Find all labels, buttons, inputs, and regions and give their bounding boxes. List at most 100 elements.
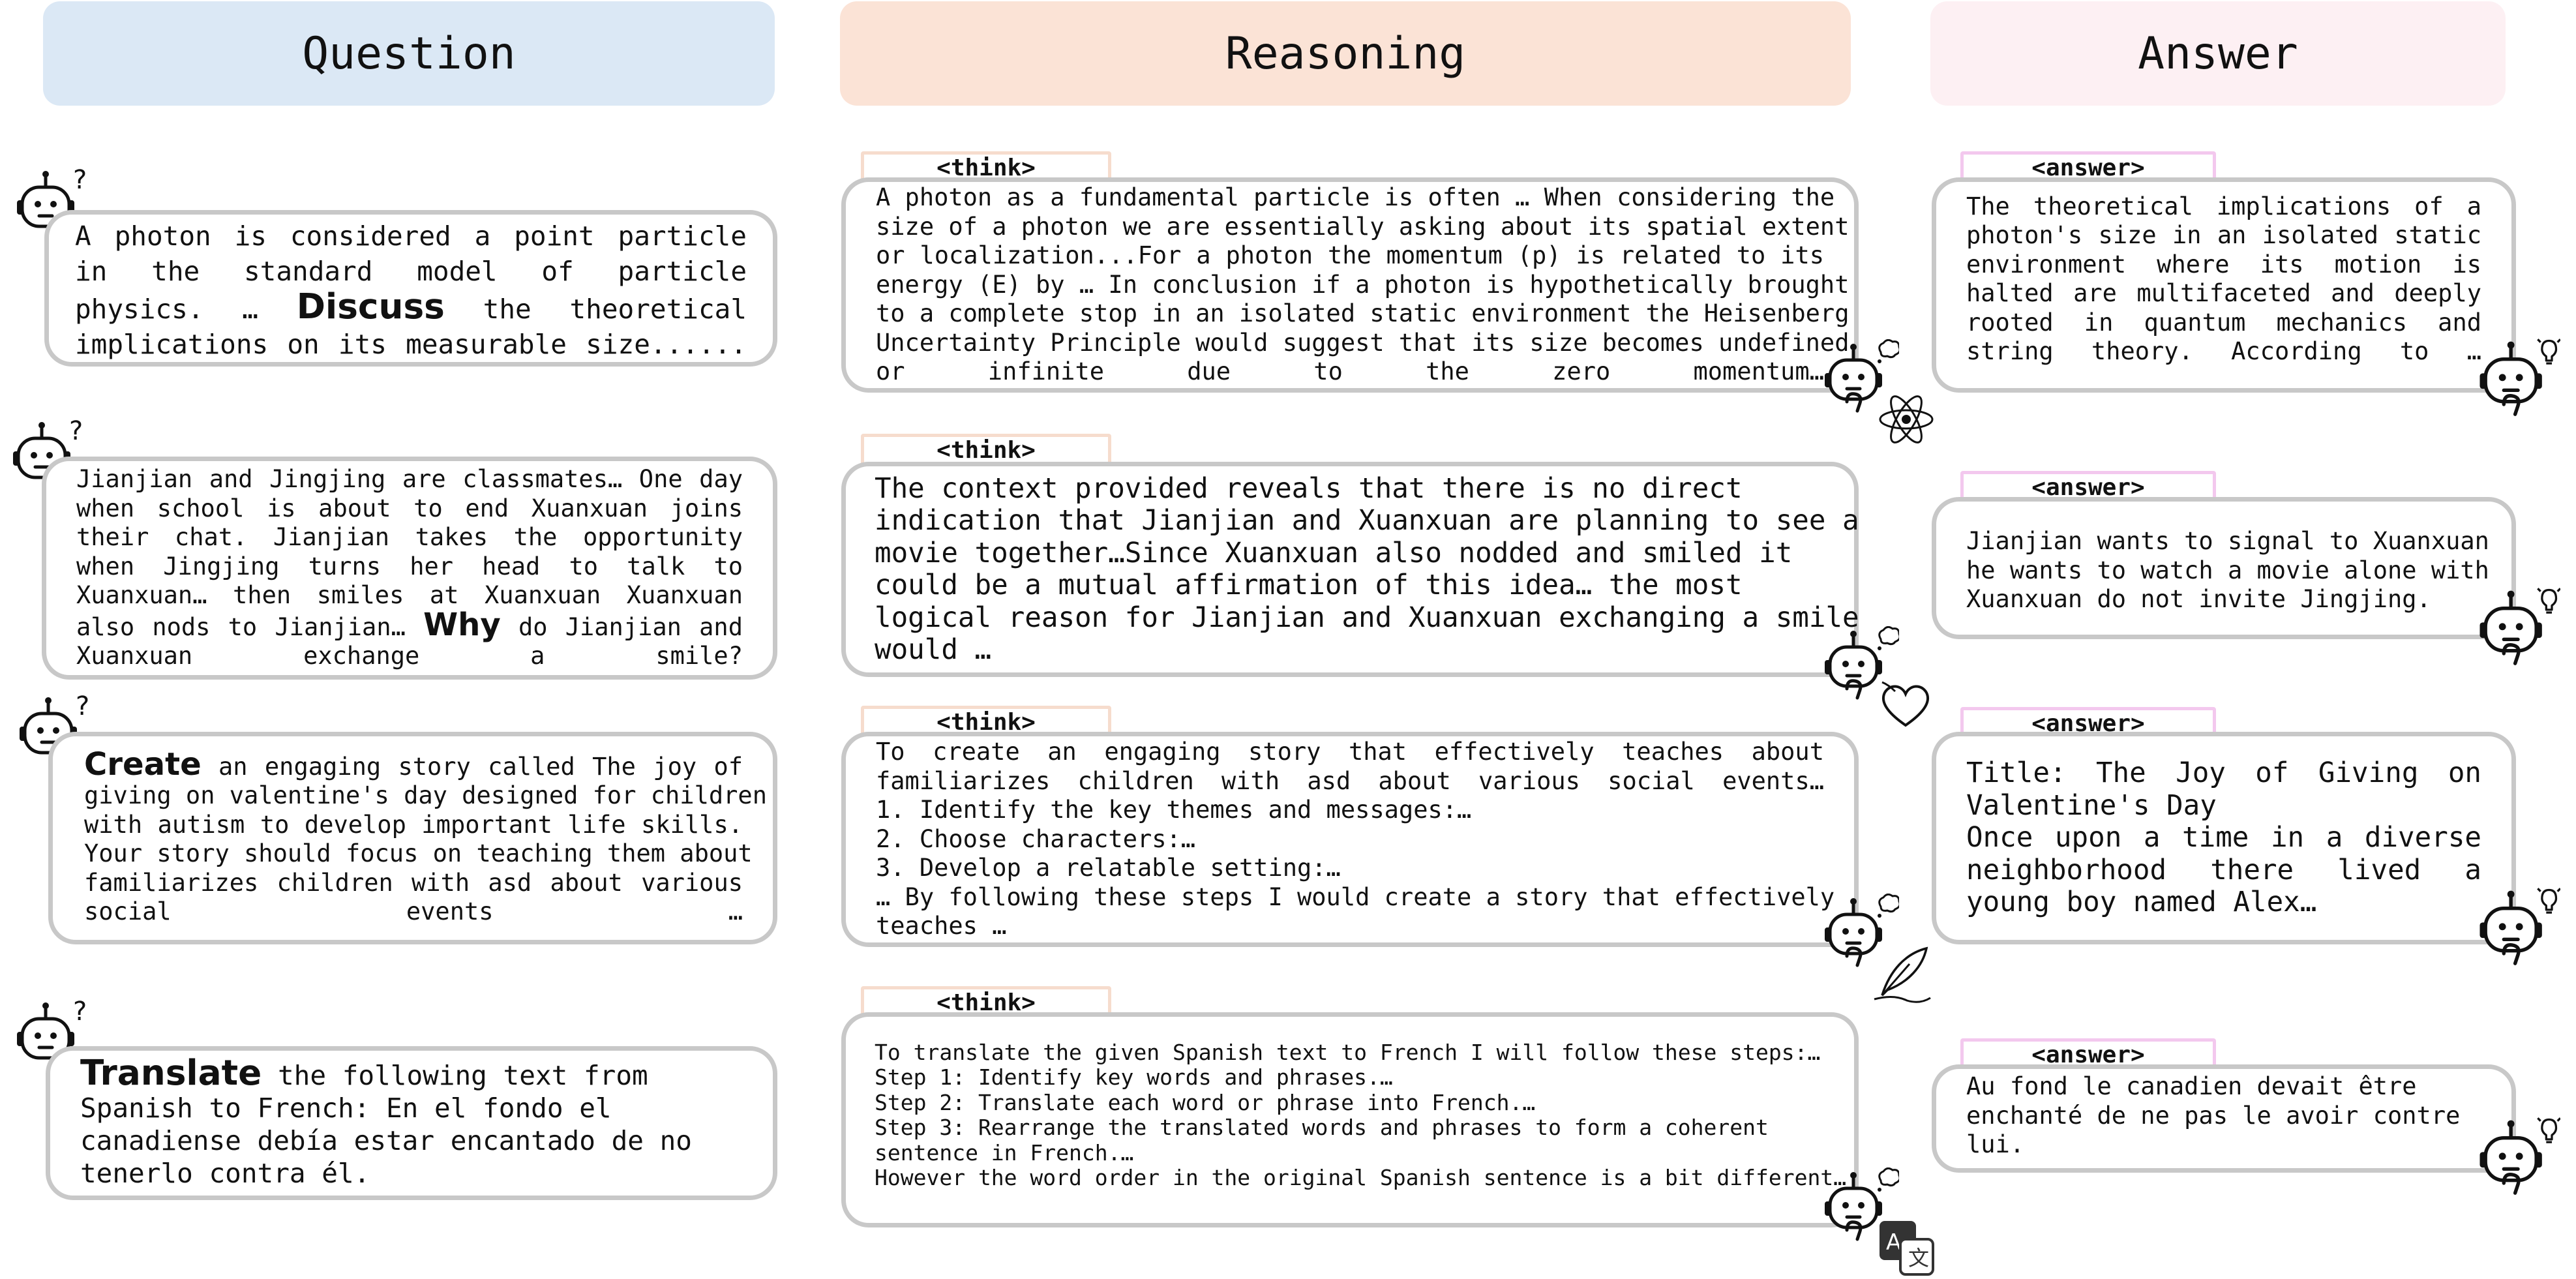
svg-text:文: 文	[1908, 1246, 1929, 1271]
text-line: Title: The Joy of Giving on	[1966, 757, 2481, 790]
text-line: familiarizes children with asd about var…	[876, 766, 1824, 795]
robot-question-icon: ?	[9, 417, 87, 496]
text-line: sentence in French.…	[875, 1139, 1134, 1166]
robot-idea-icon	[2476, 337, 2560, 421]
text-line: energy (E) by … In conclusion if a photo…	[876, 270, 1850, 299]
question-bubble: Jianjian and Jingjing are classmates… On…	[42, 457, 777, 680]
text-line: Step 2: Translate each word or phrase in…	[875, 1089, 1536, 1115]
text-line: To create an engaging story that effecti…	[876, 738, 1824, 766]
text-line: lui.	[1966, 1130, 2025, 1159]
reasoning-bubble: To create an engaging story that effecti…	[841, 732, 1859, 947]
text-line: To translate the given Spanish text to F…	[875, 1039, 1821, 1065]
text-line: or infinite due to the zero momentum…	[876, 357, 1824, 386]
text-line: logical reason for Jianjian and Xuanxuan…	[875, 601, 1859, 634]
question-bubble: Create an engaging story called The joy …	[48, 732, 777, 944]
instruction-keyword: Discuss	[296, 286, 445, 327]
atom-icon	[1877, 390, 1936, 449]
text-line: tenerlo contra él.	[80, 1158, 370, 1189]
reasoning-bubble: To translate the given Spanish text to F…	[841, 1012, 1859, 1227]
text-line: Jianjian and Jingjing are classmates… On…	[76, 465, 743, 494]
text-line: Uncertainty Principle would suggest that…	[876, 328, 1850, 357]
robot-thinking-icon	[1821, 339, 1899, 417]
text-line: A photon as a fundamental particle is of…	[876, 183, 1835, 212]
text-line: Valentine's Day	[1966, 789, 2217, 822]
text-line: implications on its measurable size.....…	[75, 329, 747, 360]
text-line: Jianjian wants to signal to Xuanxuan	[1966, 527, 2489, 556]
text-line: giving on valentine's day designed for c…	[84, 781, 767, 809]
text-line: A photon is considered a point particle	[75, 220, 747, 252]
robot-idea-icon	[2476, 586, 2560, 670]
reasoning-header: Reasoning	[840, 1, 1851, 106]
text-line: Xuanxuan… then smiles at Xuanxuan Xuanxu…	[76, 581, 743, 610]
answer-header: Answer	[1930, 1, 2506, 106]
text-line: Step 1: Identify key words and phrases.…	[875, 1064, 1393, 1090]
svg-text:?: ?	[73, 998, 87, 1027]
text-line: indication that Jianjian and Xuanxuan ar…	[875, 505, 1859, 537]
text-line: halted are multifaceted and deeply	[1966, 279, 2481, 307]
text-line: young boy named Alex…	[1966, 886, 2317, 919]
instruction-keyword: Translate	[80, 1053, 262, 1093]
reasoning-bubble: A photon as a fundamental particle is of…	[841, 177, 1859, 393]
text-line: 3. Develop a relatable setting:…	[876, 854, 1341, 882]
text-line: … By following these steps I would creat…	[876, 882, 1835, 911]
svg-text:?: ?	[69, 417, 83, 446]
text-line: environment where its motion is	[1966, 250, 2481, 278]
text-line: he wants to watch a movie alone with	[1966, 556, 2489, 584]
robot-idea-icon	[2476, 886, 2560, 971]
instruction-keyword: Create	[84, 745, 202, 783]
robot-question-icon: ?	[13, 998, 91, 1076]
text-line: Xuanxuan do not invite Jingjing.	[1966, 585, 2431, 614]
text-line: familiarizes children with asd about var…	[84, 868, 743, 897]
svg-text:?: ?	[76, 693, 89, 721]
heart-icon	[1878, 678, 1933, 730]
robot-thinking-icon	[1821, 1167, 1899, 1246]
text-line: 2. Choose characters:…	[876, 824, 1196, 853]
text-line: Spanish to French: En el fondo el	[80, 1092, 612, 1124]
question-bubble: A photon is considered a point particle i…	[44, 210, 777, 367]
reasoning-text: A photon as a fundamental particle is of…	[876, 182, 1850, 388]
text-line: However the word order in the original S…	[875, 1165, 1847, 1190]
robot-thinking-icon	[1821, 894, 1899, 972]
text-line: in the standard model of particle	[75, 256, 747, 287]
text-line: Your story should focus on teaching them…	[84, 839, 753, 867]
text-line: canadiense debía estar encantado de no	[80, 1125, 692, 1156]
question-text: Jianjian and Jingjing are classmates… On…	[76, 461, 743, 675]
text-line: would …	[875, 634, 992, 666]
text-line: movie together…Since Xuanxuan also nodde…	[875, 537, 1793, 569]
text-line: photon's size in an isolated static	[1966, 221, 2481, 249]
text-line: Once upon a time in a diverse	[1966, 822, 2481, 854]
reasoning-bubble: The context provided reveals that there …	[841, 462, 1859, 677]
robot-idea-icon	[2476, 1115, 2560, 1200]
text-line: size of a photon we are essentially aski…	[876, 212, 1850, 241]
text-line: Au fond le canadien devait être	[1966, 1072, 2417, 1101]
text-line: The theoretical implications of a	[1966, 192, 2481, 220]
instruction-keyword: Why	[423, 606, 501, 643]
text-line: Translate the following text from	[80, 1053, 648, 1093]
text-line: 1. Identify the key themes and messages:…	[876, 796, 1472, 824]
svg-text:A: A	[1886, 1229, 1901, 1256]
text-line: neighborhood there lived a	[1966, 854, 2481, 886]
text-line: when Jingjing turns her head to talk to	[76, 552, 743, 580]
text-line: enchanté de ne pas le avoir contre	[1966, 1101, 2461, 1130]
text-line: also nods to Jianjian… Why do Jianjian a…	[76, 606, 743, 643]
text-line: Create an engaging story called The joy …	[84, 745, 743, 783]
text-line: The context provided reveals that there …	[875, 472, 1743, 505]
text-line: rooted in quantum mechanics and	[1966, 308, 2481, 337]
svg-text:?: ?	[73, 166, 87, 195]
reasoning-text: To create an engaging story that effecti…	[876, 736, 1835, 942]
text-line: social events …	[84, 897, 743, 925]
text-line: teaches …	[876, 912, 1007, 940]
text-line: could be a mutual affirmation of this id…	[875, 569, 1743, 601]
reasoning-text: The context provided reveals that there …	[875, 466, 1859, 672]
